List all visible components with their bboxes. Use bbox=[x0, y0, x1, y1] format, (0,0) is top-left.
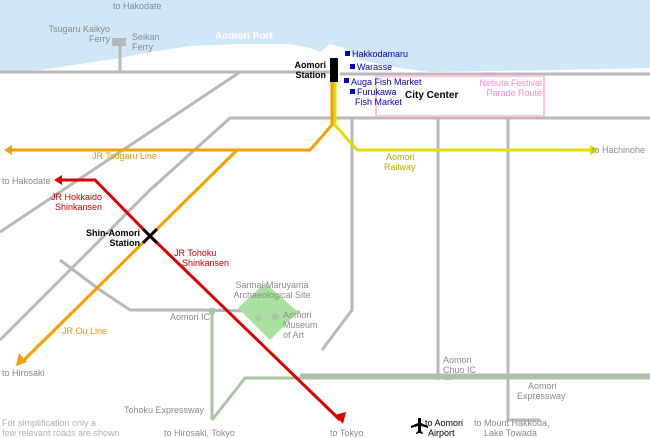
parade-route bbox=[375, 75, 545, 117]
museum-label-3: of Art bbox=[283, 330, 305, 340]
tsugaru-kaikyo-ferry-label-2: Ferry bbox=[89, 34, 110, 44]
warasse-label: Warasse bbox=[357, 62, 393, 72]
hokkaido-shinkansen-label-2: Shinkansen bbox=[54, 202, 102, 212]
jr-ou-label: JR Ou Line bbox=[62, 326, 108, 336]
chuo-ic-label-2: Chuo IC bbox=[443, 365, 477, 375]
sannai-site-area bbox=[238, 283, 298, 340]
hakodate-arrow bbox=[54, 175, 62, 185]
tohoku-expressway-label: Tohoku Expressway bbox=[124, 405, 205, 415]
furukawa-label-1: Furukawa bbox=[357, 87, 397, 97]
museum-icon bbox=[270, 312, 280, 322]
city-center-label: City Center bbox=[405, 90, 459, 101]
jr-tsugaru-line bbox=[8, 82, 334, 152]
shin-aomori-label-2: Station bbox=[109, 238, 141, 248]
hachinohe-arrow bbox=[590, 145, 598, 155]
aomori-expressway-label-2: Expressway bbox=[517, 391, 566, 401]
hokkaido-shinkansen-label-1: JR Hokkaido bbox=[50, 192, 102, 202]
aomori-ic-label: Aomori IC bbox=[170, 312, 211, 322]
aomori-expressway-label-1: Aomori bbox=[528, 381, 557, 391]
aomori-railway-label-2: Railway bbox=[384, 162, 416, 172]
shinkansen-line bbox=[60, 178, 342, 422]
auga-marker bbox=[344, 78, 349, 83]
airport-label-1: to Aomori bbox=[425, 418, 464, 428]
airport-label-2: Airport bbox=[428, 428, 455, 438]
chuo-ic-marker bbox=[445, 374, 451, 380]
road-diag-west-2 bbox=[0, 116, 330, 342]
to-hakkoda-label-2: Lake Towada bbox=[484, 428, 537, 438]
jr-tsugaru-label: JR Tsugaru Line bbox=[92, 151, 157, 161]
auga-label: Auga Fish Market bbox=[351, 77, 422, 87]
site-dot-1 bbox=[255, 315, 261, 321]
road-diag-west-1 bbox=[0, 70, 241, 234]
to-hakodate-label: to Hakodate bbox=[2, 176, 51, 186]
roads bbox=[0, 42, 650, 422]
ferry-to-hakodate-label: to Hakodate bbox=[113, 1, 162, 11]
hakkodamaru-label: Hakkodamaru bbox=[352, 49, 409, 59]
jr-ou-line bbox=[22, 148, 239, 362]
tohoku-shinkansen-label-1: JR Tohoku bbox=[174, 248, 217, 258]
aomori-port-label: Aomori Port bbox=[215, 31, 273, 42]
seikan-ferry-label-2: Ferry bbox=[132, 42, 153, 52]
road-to-hakkoda bbox=[506, 375, 540, 422]
aomori-expressway bbox=[210, 376, 650, 421]
tsugaru-kaikyo-ferry-label-1: Tsugaru Kaikyo bbox=[48, 24, 110, 34]
chuo-ic-label-1: Aomori bbox=[443, 355, 472, 365]
hakkodamaru-marker bbox=[345, 51, 350, 56]
water-area bbox=[0, 0, 650, 72]
road-north-south-3 bbox=[320, 118, 354, 351]
to-hachinohe-label: to Hachinohe bbox=[592, 145, 646, 155]
to-hirosaki-tokyo-label: to Hirosaki, Tokyo bbox=[164, 428, 235, 438]
seikan-ferry-label-1: Seikan bbox=[132, 32, 160, 42]
aomori-station-label-1: Aomori bbox=[294, 60, 327, 70]
aomori-ic-marker bbox=[209, 308, 215, 314]
shin-aomori-label-1: Shin-Aomori bbox=[86, 228, 140, 238]
tohoku-shinkansen-label-2: Shinkansen bbox=[182, 258, 230, 268]
museum-label-1: Aomori bbox=[283, 310, 312, 320]
aomori-station-label-2: Station bbox=[295, 70, 327, 80]
ou-arrow bbox=[16, 353, 27, 366]
museum-label-2: Museum bbox=[283, 320, 318, 330]
airport-icon bbox=[411, 418, 428, 434]
tokyo-arrow bbox=[335, 412, 346, 424]
aomori-railway-line bbox=[333, 82, 590, 152]
to-hirosaki-label: to Hirosaki bbox=[2, 368, 45, 378]
parade-label-2: Parade Route bbox=[486, 88, 542, 98]
expressways bbox=[210, 312, 650, 421]
warasse-marker bbox=[350, 64, 355, 69]
aomori-railway-label-1: Aomori bbox=[386, 152, 415, 162]
sannai-label-1: Sannai Maruyama bbox=[235, 280, 309, 290]
aomori-station-marker bbox=[330, 58, 338, 82]
tsugaru-arrow bbox=[4, 145, 12, 155]
shin-aomori-station-marker bbox=[141, 227, 159, 245]
note-label-2: few relevant roads are shown bbox=[2, 428, 120, 438]
parade-label-1: Nebuta Festival bbox=[479, 78, 542, 88]
note-label-1: For simplification only a bbox=[2, 418, 97, 428]
furukawa-label-2: Fish Market bbox=[355, 97, 403, 107]
sannai-label-2: Archaeological Site bbox=[233, 290, 311, 300]
road-ring bbox=[59, 258, 301, 314]
furukawa-marker bbox=[350, 89, 355, 94]
to-tokyo-label: to Tokyo bbox=[330, 428, 364, 438]
to-hakkoda-label-1: to Mount Hakkoda, bbox=[474, 418, 550, 428]
